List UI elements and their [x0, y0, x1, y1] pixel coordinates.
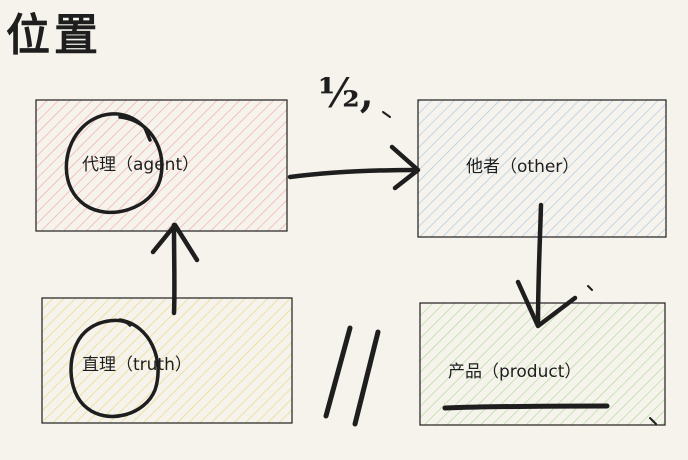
annotation-mark-agent-other: ½, — [318, 70, 374, 117]
diagram-title: 位置 — [6, 10, 102, 61]
node-agent-label: 代理（agent） — [82, 155, 200, 175]
node-product-label: 产品（product） — [448, 362, 582, 382]
tick-mark-top — [382, 111, 391, 118]
highlight-circle-agent — [64, 112, 164, 215]
double-slash-mark — [323, 325, 381, 427]
product-underline — [442, 403, 610, 411]
arrow-other-to-product — [515, 202, 578, 329]
node-other-label: 他者（other） — [466, 157, 580, 177]
node-truth-label: 直理（truth） — [82, 355, 192, 375]
tick-mark-right — [587, 285, 593, 291]
tick-mark-bottom — [649, 417, 657, 425]
node-truth — [41, 297, 293, 424]
arrow-agent-to-other — [287, 144, 421, 191]
annotation-slash-text: // — [330, 430, 331, 431]
highlight-circle-truth — [69, 318, 160, 419]
arrow-truth-to-agent — [150, 222, 200, 316]
